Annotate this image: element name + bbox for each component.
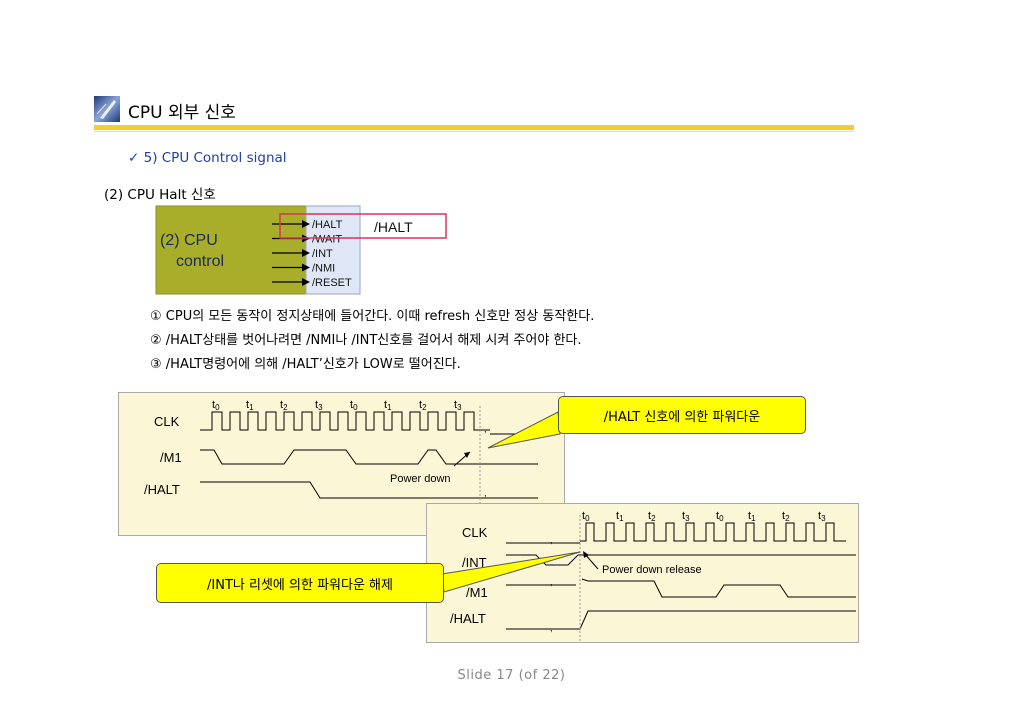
timing2-wave-clk <box>506 522 846 544</box>
timing2-tick-mark: , <box>550 535 553 545</box>
timing1-annotation: Power down <box>390 473 451 485</box>
timing1-tick-mark-2: , <box>484 488 487 498</box>
halt-highlight-label: /HALT <box>374 219 413 235</box>
note-3: ③ /HALT명령어에 의해 /HALT’신호가 LOW로 떨어진다. <box>150 357 461 372</box>
timing2-wave-halt <box>506 610 856 630</box>
title-rule-thin <box>94 131 854 132</box>
tick-label: t0 <box>350 399 358 412</box>
timing2-label-clk: CLK <box>462 525 488 540</box>
tick-label: t1 <box>246 399 254 412</box>
tick-label: t2 <box>419 399 427 412</box>
tick-label: t1 <box>616 510 624 523</box>
control-block <box>155 205 307 295</box>
tick-label: t1 <box>384 399 392 412</box>
tick-label: t3 <box>682 510 690 523</box>
timing1-tick-mark: , <box>484 424 487 434</box>
signal-label: /WAIT <box>312 234 342 246</box>
timing2-wave-m1 <box>506 578 856 598</box>
timing1-wave-m1 <box>200 449 538 465</box>
timing1-label-m1: /M1 <box>160 450 182 465</box>
timing2-wave-int <box>506 554 856 566</box>
tick-label: t0 <box>212 399 220 412</box>
note-2: ② /HALT상태를 벗어나려면 /NMI나 /INT신호를 걸어서 해제 시켜… <box>150 333 582 348</box>
tick-label: t0 <box>582 510 590 523</box>
tick-label: t2 <box>782 510 790 523</box>
slide-footer: Slide 17 (of 22) <box>457 668 566 683</box>
note-1: ① CPU의 모든 동작이 정지상태에 들어간다. 이때 refresh 신호만… <box>150 309 595 324</box>
signal-label: /RESET <box>312 277 352 289</box>
timing1-label-halt: /HALT <box>144 482 180 497</box>
timing2-label-int: /INT <box>462 555 487 570</box>
timing2-annotation-arrowhead <box>583 551 589 558</box>
timing2-tick-mark-3: , <box>550 623 553 633</box>
signal-panel <box>305 205 361 295</box>
page-title: CPU 외부 신호 <box>128 103 236 123</box>
tick-label: t3 <box>315 399 323 412</box>
timing1-wave-halt <box>200 481 538 499</box>
tick-label: t1 <box>748 510 756 523</box>
tick-label: t2 <box>280 399 288 412</box>
timing1-annotation-arrowhead <box>464 452 470 458</box>
timing2-label-m1: /M1 <box>466 585 488 600</box>
timing1-tick-labels: t0 t1 t2 t3 t0 t1 t2 t3 <box>212 399 462 412</box>
tick-label: t0 <box>716 510 724 523</box>
signal-arrowhead <box>302 249 310 257</box>
subheading-text: 5) CPU Control signal <box>143 150 287 166</box>
control-block-diagram: (2) CPU control /HALT/WAIT/INT/NMI/RESET… <box>155 205 447 295</box>
timing2-label-halt: /HALT <box>450 611 486 626</box>
control-label-line2: control <box>176 253 224 270</box>
timing2-callout-pointer <box>441 551 581 593</box>
timing1-label-clk: CLK <box>154 414 180 429</box>
timing2-callout: /INT나 리셋에 의한 파워다운 해제 <box>156 563 444 603</box>
tick-label: t3 <box>818 510 826 523</box>
signal-arrowhead <box>302 278 310 286</box>
signal-label: /INT <box>312 248 333 260</box>
timing1-callout: /HALT 신호에 의한 파워다운 <box>558 396 806 434</box>
section-title: (2) CPU Halt 신호 <box>104 187 216 203</box>
signal-labels: /HALT/WAIT/INT/NMI/RESET <box>312 219 352 289</box>
signal-arrowhead <box>302 220 310 228</box>
signal-label: /HALT <box>312 219 343 231</box>
timing2-annotation: Power down release <box>602 564 702 576</box>
title-rule <box>94 125 854 130</box>
tick-label: t2 <box>648 510 656 523</box>
title-icon <box>94 96 120 122</box>
timing2-tick-labels: t0 t1 t2 t3 t0 t1 t2 t3 <box>582 510 826 523</box>
signal-label: /NMI <box>312 263 335 275</box>
signal-arrowhead <box>302 263 310 272</box>
check-icon: ✓ <box>128 150 140 166</box>
subheading: ✓ 5) CPU Control signal <box>128 150 287 166</box>
halt-highlight-box <box>279 213 447 239</box>
tick-label: t3 <box>454 399 462 412</box>
timing2-tick-mark-2: , <box>550 577 553 587</box>
control-label-line1: (2) CPU <box>160 232 218 249</box>
